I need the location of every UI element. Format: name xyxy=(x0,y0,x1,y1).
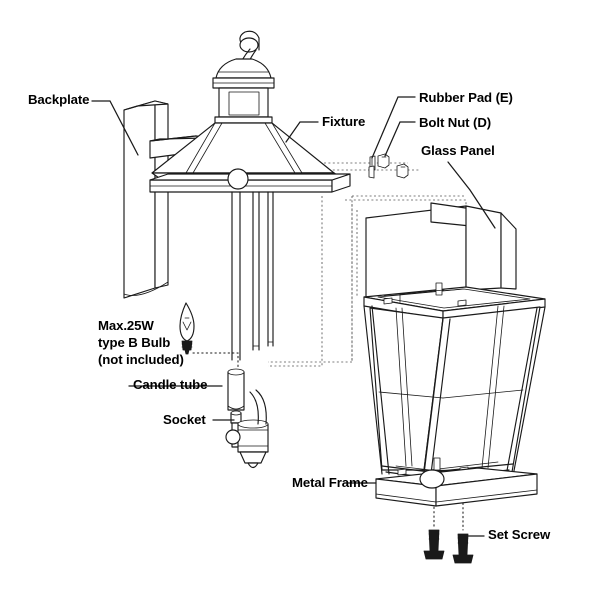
label-glass-panel: Glass Panel xyxy=(421,143,495,158)
label-socket: Socket xyxy=(163,412,206,427)
label-bulb-line2: type B Bulb xyxy=(98,335,170,350)
bulb-part xyxy=(179,302,195,355)
label-set-screw: Set Screw xyxy=(488,527,551,542)
fixture-part xyxy=(149,30,351,193)
rubber-pad-part-2 xyxy=(368,165,375,179)
bolt-nut-part-2 xyxy=(396,163,409,179)
set-screw-part-1 xyxy=(423,529,445,560)
label-bulb-line3: (not included) xyxy=(98,352,184,367)
label-metal-frame: Metal Frame xyxy=(292,475,368,490)
leader-bolt-nut xyxy=(384,121,416,157)
support-rods xyxy=(231,191,274,361)
lantern-base-plinth xyxy=(375,467,538,507)
callout-labels: Backplate Fixture Rubber Pad (E) Bolt Nu… xyxy=(28,90,551,542)
label-bolt-nut: Bolt Nut (D) xyxy=(419,115,491,130)
leader-backplate xyxy=(91,100,139,156)
metal-frame-part xyxy=(363,305,546,479)
lantern-top-collar xyxy=(363,282,546,320)
leader-lines xyxy=(91,96,496,537)
candle-tube-part xyxy=(227,368,245,411)
set-screw-part-2 xyxy=(452,533,474,564)
label-candle-tube: Candle tube xyxy=(133,377,207,392)
backplate-part xyxy=(123,100,207,299)
label-rubber-pad: Rubber Pad (E) xyxy=(419,90,513,105)
label-fixture: Fixture xyxy=(322,114,365,129)
hardware-group xyxy=(368,153,409,179)
leader-fixture xyxy=(285,121,319,143)
glass-panel-part xyxy=(365,202,517,301)
set-screw-group xyxy=(423,529,474,564)
label-bulb-line1: Max.25W xyxy=(98,318,154,333)
leader-rubber-pad xyxy=(371,96,416,159)
leader-glass-panel xyxy=(447,161,496,229)
label-backplate: Backplate xyxy=(28,92,89,107)
bolt-nut-part-1 xyxy=(377,153,390,169)
